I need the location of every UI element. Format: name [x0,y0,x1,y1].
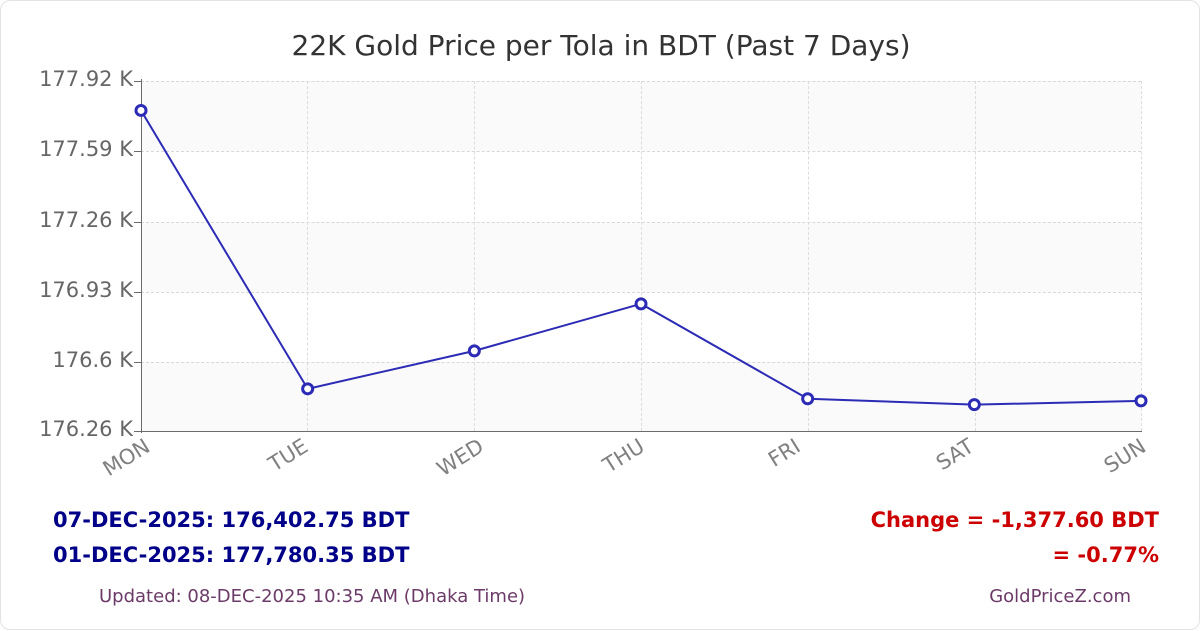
price-markers [134,103,1148,412]
price-line [140,109,1142,406]
y-tick-mark [134,222,141,223]
latest-price-text: 07-DEC-2025: 176,402.75 BDT [53,508,410,532]
change-amount-text: Change = -1,377.60 BDT [870,508,1159,532]
gridline-vertical [474,81,475,431]
data-point-mon[interactable] [134,103,148,117]
y-tick-label: 177.26 K [39,208,133,232]
y-tick-label: 176.6 K [52,348,133,372]
y-tick-mark [134,431,141,432]
data-point-tue[interactable] [301,382,315,396]
y-axis-line [141,79,142,433]
gridline-vertical [641,81,642,431]
earliest-price-text: 01-DEC-2025: 177,780.35 BDT [53,543,410,567]
data-point-thu[interactable] [634,297,648,311]
data-point-fri[interactable] [801,392,815,406]
y-tick-label: 176.26 K [39,417,133,441]
chart-title: 22K Gold Price per Tola in BDT (Past 7 D… [291,29,911,62]
updated-timestamp: Updated: 08-DEC-2025 10:35 AM (Dhaka Tim… [99,586,526,607]
y-axis-labels: 177.92 K 177.59 K 177.26 K 176.93 K 176.… [1,1,133,631]
y-tick-mark [134,292,141,293]
change-percent-text: = -0.77% [1052,543,1159,567]
site-watermark[interactable]: GoldPriceZ.com [989,586,1131,607]
y-tick-mark [134,151,141,152]
data-point-sun[interactable] [1134,394,1148,408]
y-tick-mark [134,81,141,82]
gridline-vertical [808,81,809,431]
y-tick-label: 177.59 K [39,137,133,161]
plot-area [141,81,1142,431]
y-tick-label: 176.93 K [39,278,133,302]
data-point-wed[interactable] [467,344,481,358]
data-point-sat[interactable] [967,398,981,412]
y-tick-mark [134,362,141,363]
gridline-vertical [307,81,308,431]
gridline-vertical [1141,81,1142,431]
gridline-vertical [975,81,976,431]
y-tick-label: 177.92 K [39,67,133,91]
x-axis-line [140,431,1142,432]
